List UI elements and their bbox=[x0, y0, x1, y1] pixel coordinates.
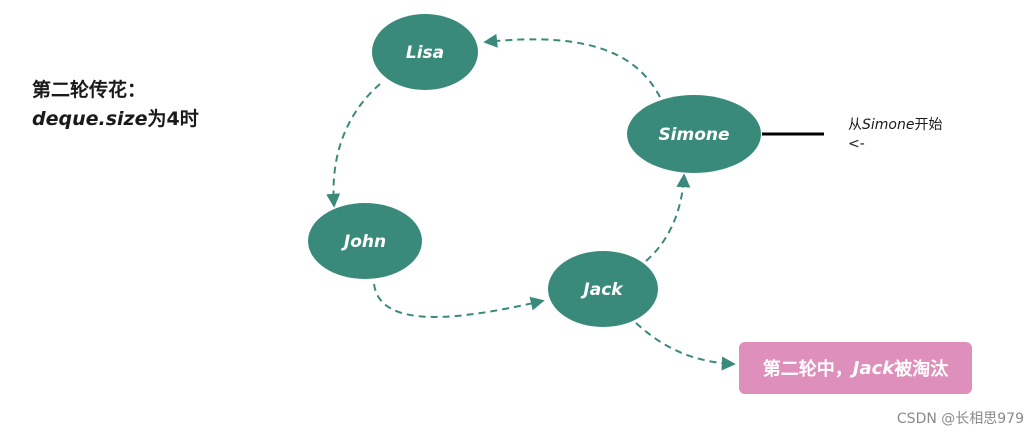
node-lisa-label: Lisa bbox=[406, 43, 444, 63]
title-line-1: 第二轮传花： bbox=[32, 75, 146, 102]
node-jack: Jack bbox=[548, 251, 658, 327]
start-note: 从Simone开始 <- bbox=[848, 116, 942, 154]
edge-jack-to-callout bbox=[635, 322, 736, 371]
start-note-name: Simone bbox=[862, 117, 915, 133]
node-simone: Simone bbox=[627, 95, 761, 173]
title-line-2-rest: 为4时 bbox=[147, 108, 199, 130]
node-simone-label: Simone bbox=[658, 125, 729, 145]
start-note-line-1: 从Simone开始 bbox=[848, 116, 942, 135]
title-line-1-text: 第二轮传花： bbox=[32, 79, 147, 101]
callout-name: Jack bbox=[852, 357, 895, 379]
start-note-arrow: <- bbox=[848, 136, 865, 152]
node-john: John bbox=[308, 203, 422, 279]
edge-lisa-to-john bbox=[326, 83, 381, 208]
node-john-label: John bbox=[341, 232, 386, 252]
edge-simone-to-lisa bbox=[483, 33, 661, 98]
callout-suffix: 被淘汰 bbox=[894, 359, 949, 380]
edge-john-to-jack bbox=[373, 283, 545, 318]
start-note-suffix: 开始 bbox=[914, 117, 943, 133]
edge-jack-to-simone bbox=[645, 173, 691, 262]
watermark: CSDN @长相思979 bbox=[896, 411, 1024, 427]
node-lisa: Lisa bbox=[372, 14, 478, 90]
node-jack-label: Jack bbox=[580, 280, 624, 300]
start-note-prefix: 从 bbox=[848, 117, 862, 133]
title-line-2: deque.size为4时 bbox=[32, 104, 199, 131]
callout-prefix: 第二轮中， bbox=[762, 359, 853, 380]
title-line-2-emph: deque.size bbox=[32, 108, 148, 130]
